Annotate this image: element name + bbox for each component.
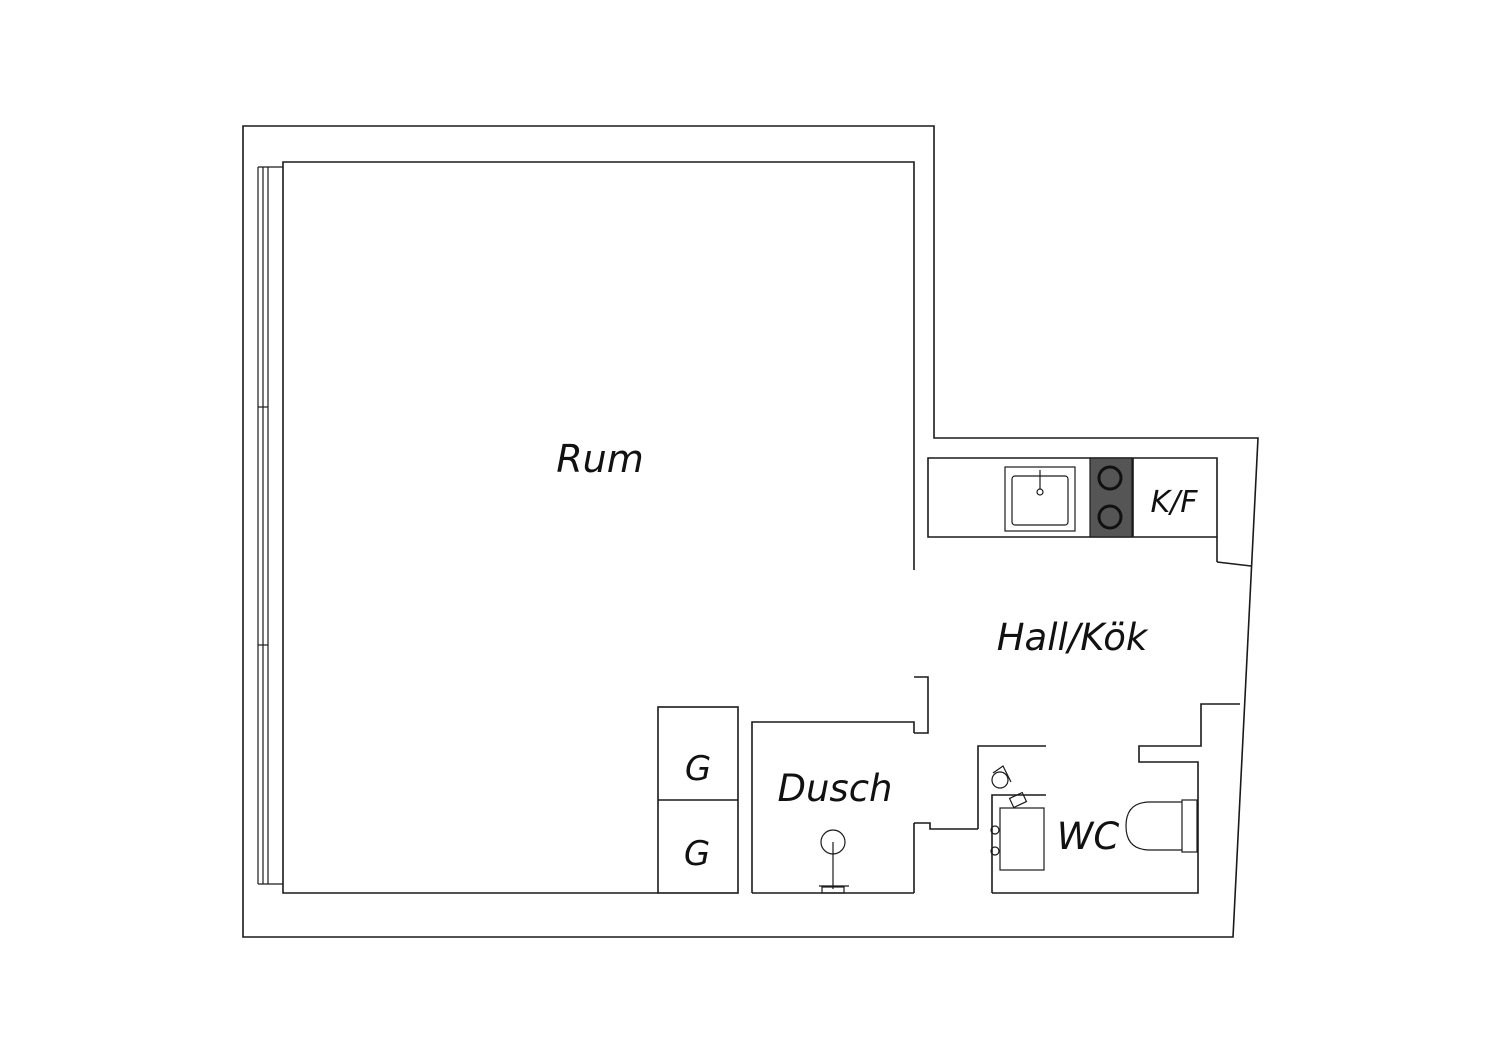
- room-label-garderob-2: G: [684, 834, 710, 874]
- rum-inner-wall: [282, 161, 915, 894]
- wall-stub: [914, 676, 929, 734]
- toilet-icon: [1125, 799, 1198, 853]
- room-label-hall-kok: Hall/Kök: [997, 616, 1149, 659]
- room-label-rum: Rum: [556, 437, 644, 481]
- room-label-dusch: Dusch: [777, 767, 892, 810]
- wc-room-wall: [977, 703, 1240, 894]
- shower-icon: [819, 829, 849, 894]
- washbasin-icon: [990, 765, 1045, 871]
- room-label-kf: K/F: [1150, 485, 1198, 520]
- outer-wall: [242, 125, 1259, 938]
- stove-icon: [1089, 457, 1133, 538]
- window-icon: [257, 166, 283, 885]
- wc-inner-wall: [991, 794, 1046, 893]
- wardrobes: [657, 706, 739, 894]
- room-label-garderob-1: G: [685, 749, 711, 789]
- sink-icon: [1004, 466, 1076, 532]
- room-label-wc: WC: [1057, 815, 1120, 858]
